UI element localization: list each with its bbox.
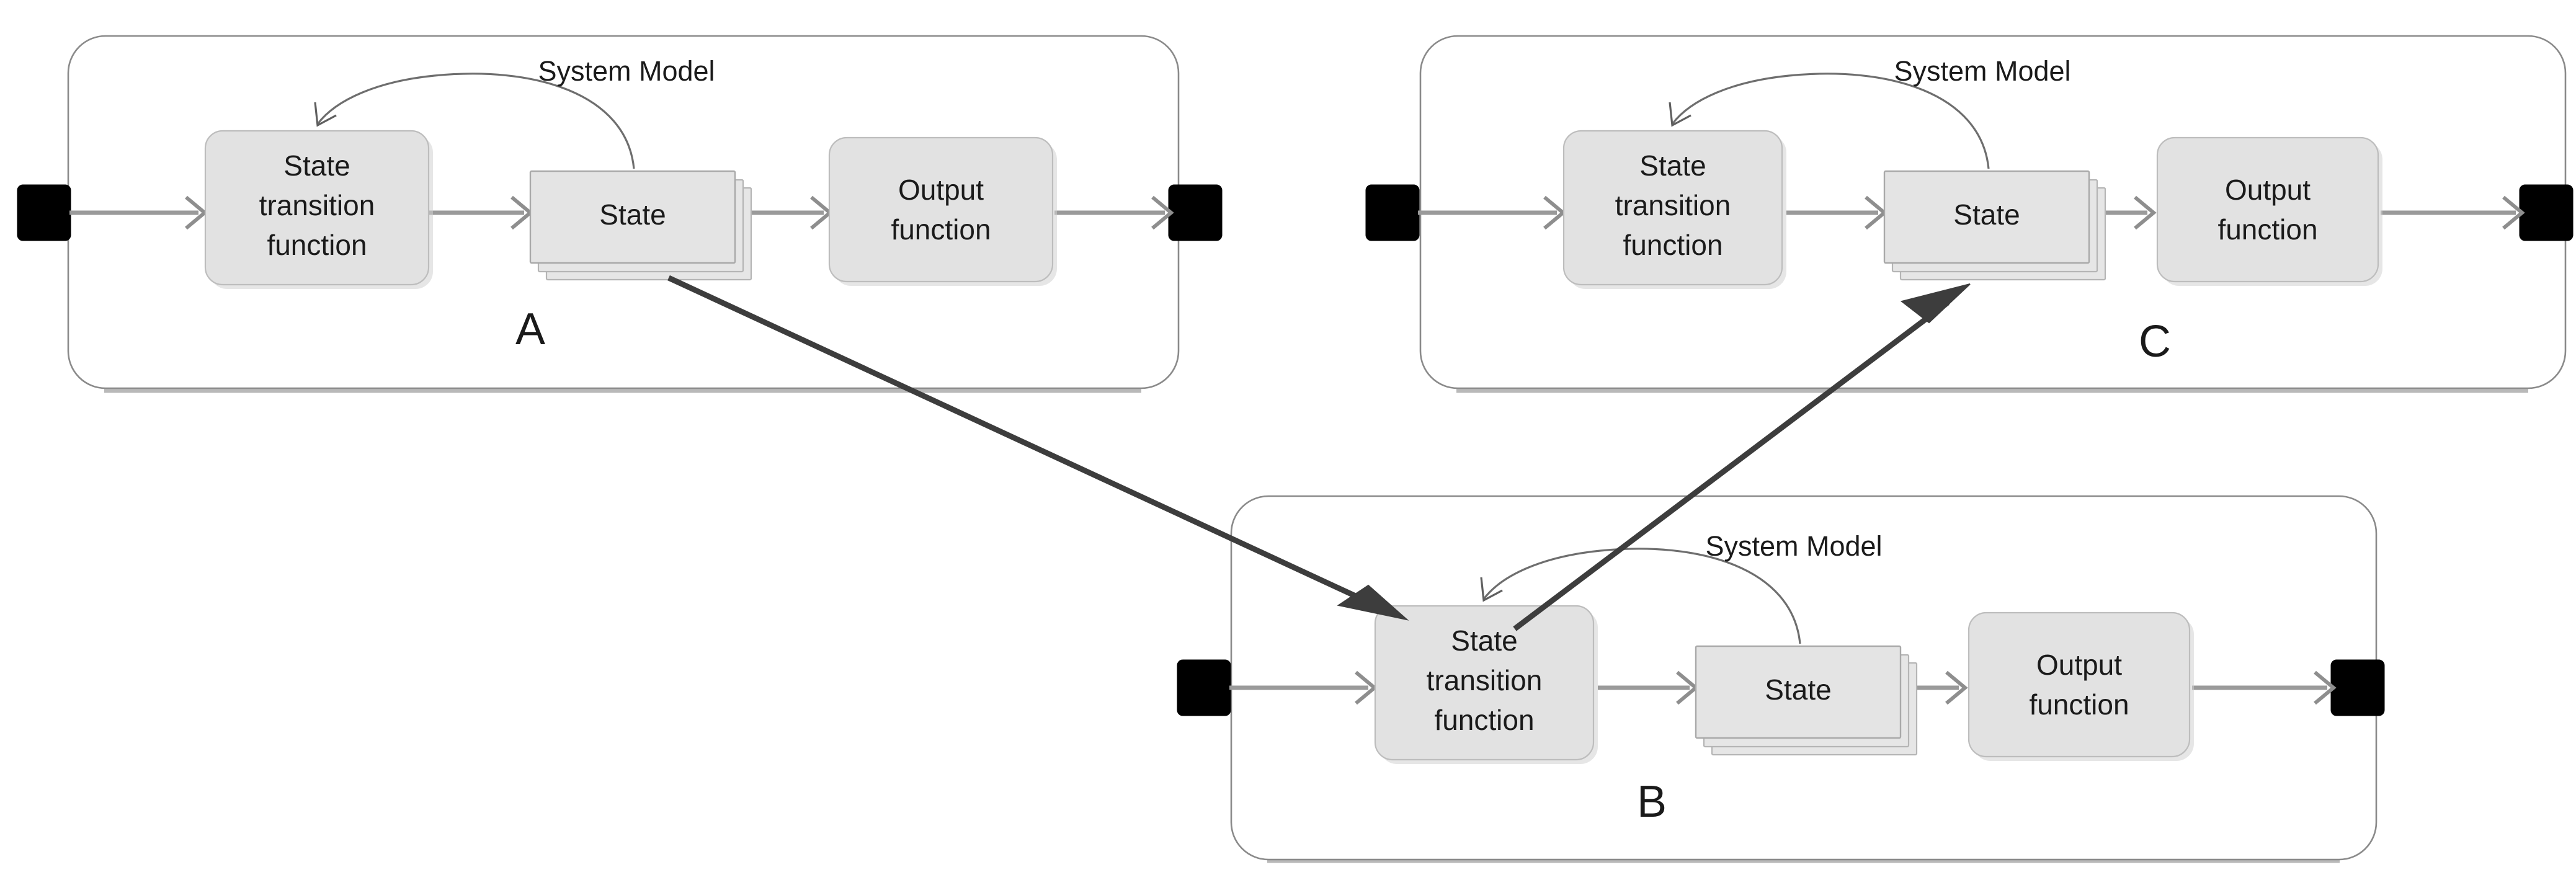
outf-c-rect[interactable]	[2156, 136, 2379, 283]
block-a-state-stack[interactable]	[529, 170, 752, 281]
outf-a-line1: Output	[898, 174, 984, 206]
block-a-output-terminal[interactable]	[1168, 184, 1223, 241]
arrowhead-b-out	[2314, 670, 2337, 705]
outf-b-rect[interactable]	[1968, 611, 2191, 758]
block-c-feedback-arrow	[1669, 73, 1990, 169]
block-c-output-terminal[interactable]	[2519, 184, 2574, 241]
state-c-label: State	[1953, 198, 2020, 231]
arrow-a-to-b-head	[1337, 584, 1409, 621]
block-a-state-transition-function-box[interactable]	[204, 130, 433, 289]
feedback-arrowhead-b	[1480, 577, 1503, 602]
block-b-input-terminal[interactable]	[1177, 659, 1231, 716]
block-a-system-model-label: System Model	[538, 55, 715, 87]
feedback-curve-b	[1482, 548, 1801, 644]
feedback-arrowhead-a	[314, 102, 337, 127]
block-a-letter: A	[515, 304, 545, 354]
outf-b-line1: Output	[2036, 649, 2122, 681]
block-b-output-function-box[interactable]	[1968, 611, 2194, 761]
feedback-arrowhead-c	[1669, 102, 1691, 127]
inter-block-arrow-b-to-c[interactable]	[1513, 283, 1971, 631]
stf-c-line1: State	[1639, 149, 1706, 182]
block-a-input-terminal[interactable]	[17, 184, 71, 241]
stf-a-line1: State	[283, 149, 350, 182]
block-c-output-function-box[interactable]	[2156, 136, 2382, 286]
block-c-flow-arrows	[1418, 195, 2525, 230]
block-a-output-function-box[interactable]	[828, 136, 1057, 286]
outf-c-line1: Output	[2225, 174, 2311, 206]
feedback-curve-a	[316, 73, 635, 169]
block-c-state-transition-function-box[interactable]	[1562, 130, 1786, 289]
state-b-layer1[interactable]	[1695, 645, 1902, 739]
stf-b-rect[interactable]	[1374, 605, 1595, 761]
arrow-b-to-c-shaft	[1513, 300, 1950, 631]
stf-c-line2: transition	[1615, 189, 1731, 221]
block-b-state-stack[interactable]	[1695, 645, 1918, 756]
inter-block-arrow-a-to-b[interactable]	[667, 275, 1409, 621]
outf-b-line2: function	[2029, 688, 2129, 721]
block-a-feedback-arrow	[314, 73, 635, 169]
block-c-state-stack[interactable]	[1883, 170, 2106, 281]
outf-a-rect[interactable]	[828, 136, 1054, 283]
stf-a-line2: transition	[259, 189, 375, 221]
stf-a-rect[interactable]	[204, 130, 430, 286]
block-b-feedback-arrow	[1480, 548, 1801, 644]
stf-b-line3: function	[1434, 704, 1534, 736]
state-b-label: State	[1765, 673, 1831, 706]
state-a-label: State	[599, 198, 666, 231]
stf-a-line3: function	[267, 229, 367, 261]
state-c-layer1[interactable]	[1883, 170, 2090, 264]
feedback-curve-c	[1671, 73, 1990, 169]
arrow-b-to-c-head	[1900, 283, 1971, 324]
block-c-letter: C	[2139, 317, 2171, 367]
stf-b-line2: transition	[1427, 664, 1543, 696]
block-b-state-transition-function-box[interactable]	[1374, 605, 1598, 764]
arrowhead-c-state-to-out	[2134, 195, 2157, 230]
block-b-letter: B	[1637, 777, 1667, 827]
arrow-a-to-b-shaft	[667, 275, 1379, 610]
stf-c-line3: function	[1623, 229, 1723, 261]
stf-c-rect[interactable]	[1562, 130, 1783, 286]
stf-b-line1: State	[1451, 624, 1517, 657]
state-a-layer1[interactable]	[529, 170, 736, 264]
outf-a-line2: function	[891, 213, 991, 246]
arrowhead-b-state-to-out	[1945, 670, 1968, 705]
block-c-input-terminal[interactable]	[1365, 184, 1420, 241]
arrowhead-c-out	[2502, 195, 2525, 230]
block-b-system-model-label: System Model	[1705, 530, 1882, 562]
outf-c-line2: function	[2217, 213, 2317, 246]
block-b-output-terminal[interactable]	[2330, 659, 2385, 716]
block-c-system-model-label: System Model	[1894, 55, 2070, 87]
arrowhead-a-out	[1151, 195, 1174, 230]
